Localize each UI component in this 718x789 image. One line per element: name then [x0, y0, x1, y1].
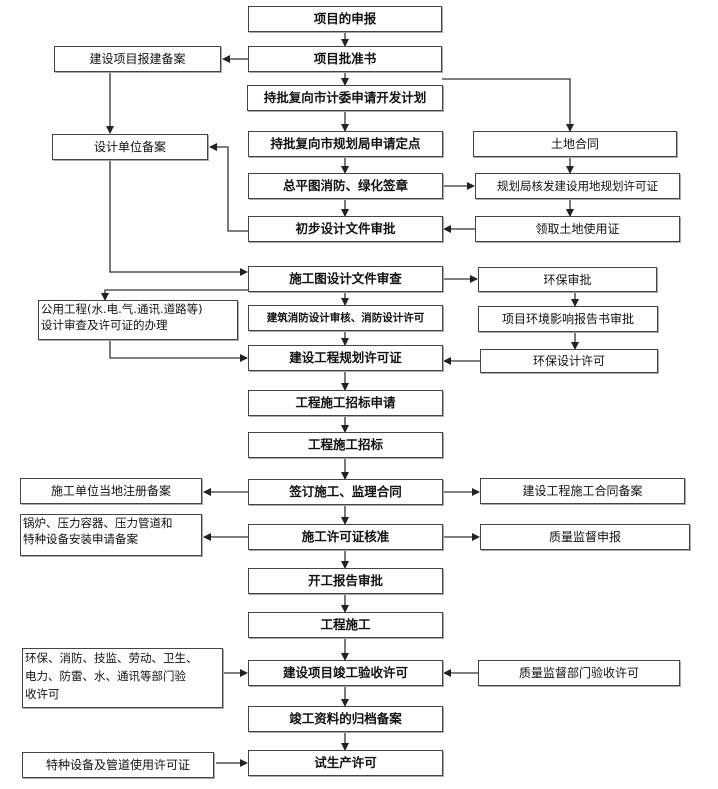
step-construction-drawing-review: 施工图设计文件审查 [248, 266, 443, 292]
box-label: 规划局核发建设用地规划许可证 [497, 179, 658, 193]
box-label: 施工单位当地注册备案 [50, 484, 171, 498]
step-tender-application: 工程施工招标申请 [248, 390, 443, 416]
box-label: 项目环境影响报告书审批 [501, 312, 634, 326]
step-label: 项目批准书 [313, 51, 377, 66]
step-label: 持批复向市计委申请开发计划 [263, 90, 427, 105]
box-quality-supervision: 质量监督申报 [480, 524, 690, 550]
box-contractor-registration: 施工单位当地注册备案 [20, 478, 202, 504]
step-completion-acceptance: 建设项目竣工验收许可 [248, 660, 443, 686]
box-label: 土地合同 [550, 137, 599, 151]
box-label: 领取土地使用证 [535, 222, 620, 236]
step-label: 施工许可证核准 [301, 529, 390, 544]
step-project-approval: 项目批准书 [248, 46, 442, 72]
box-land-planning-permit: 规划局核发建设用地规划许可证 [475, 173, 680, 199]
step-label: 建设工程规划许可证 [289, 350, 402, 365]
step-label: 开工报告审批 [307, 573, 383, 588]
step-site-designation: 持批复向市规划局申请定点 [248, 131, 443, 157]
step-general-plan-sign-off: 总平图消防、绿化签章 [248, 173, 443, 199]
step-planning-permit: 建设工程规划许可证 [248, 345, 443, 371]
step-label: 工程施工 [320, 617, 371, 632]
box-project-filing: 建设项目报建备案 [54, 46, 221, 72]
step-label: 工程施工招标 [307, 437, 383, 452]
box-env-design-permit: 环保设计许可 [480, 349, 658, 373]
box-label: 收许可 [25, 687, 60, 701]
box-label: 特种设备安装申请备案 [23, 532, 138, 546]
box-label: 公用工程(水.电.气.通讯.道路等) [41, 302, 203, 316]
box-special-equipment-permit: 特种设备及管道使用许可证 [22, 752, 214, 778]
step-preliminary-design-approval: 初步设计文件审批 [248, 216, 443, 242]
box-quality-acceptance: 质量监督部门验收许可 [478, 660, 680, 686]
step-tender: 工程施工招标 [248, 432, 443, 458]
box-label: 电力、防雷、水、通讯等部门验 [25, 669, 186, 683]
step-label: 试生产许可 [314, 755, 377, 770]
box-department-acceptance: 环保、消防、技监、劳动、卫生、 电力、防雷、水、通讯等部门验 收许可 [22, 648, 223, 708]
box-label: 质量监督部门验收许可 [518, 666, 639, 680]
box-label: 质量监督申报 [548, 530, 621, 544]
step-archive-filing: 竣工资料的归档备案 [248, 706, 443, 732]
step-trial-production-permit: 试生产许可 [248, 750, 443, 776]
arrow [109, 160, 248, 276]
right-branch-arrows [442, 78, 579, 677]
arrow [442, 78, 574, 132]
left-branch-arrows [101, 55, 248, 767]
step-label: 竣工资料的归档备案 [289, 711, 402, 726]
box-label: 设计审查及许可证的办理 [41, 318, 168, 332]
box-label: 锅炉、压力容器、压力管道和 [23, 516, 173, 530]
step-project-application: 项目的申报 [248, 6, 442, 32]
step-development-plan: 持批复向市计委申请开发计划 [247, 85, 443, 111]
box-label: 环保、消防、技监、劳动、卫生、 [25, 651, 198, 665]
box-env-approval: 环保审批 [478, 267, 657, 292]
step-sign-contracts: 签订施工、监理合同 [248, 479, 443, 505]
arrow [101, 289, 248, 301]
arrow [109, 340, 248, 362]
step-label: 建设项目竣工验收许可 [282, 665, 408, 680]
step-label: 项目的申报 [313, 11, 377, 26]
box-label: 环保设计许可 [532, 354, 605, 368]
step-label: 工程施工招标申请 [295, 395, 396, 410]
step-label: 签订施工、监理合同 [289, 484, 402, 499]
box-public-works: 公用工程(水.电.气.通讯.道路等) 设计审查及许可证的办理 [38, 300, 238, 340]
step-label: 持批复向市规划局申请定点 [270, 136, 421, 151]
step-label: 总平图消防、绿化签章 [282, 178, 408, 193]
step-construction-permit: 施工许可证核准 [248, 524, 443, 550]
box-label: 设计单位备案 [93, 140, 166, 154]
step-label: 初步设计文件审批 [295, 221, 396, 236]
box-boiler-filing: 锅炉、压力容器、压力管道和 特种设备安装申请备案 [20, 514, 202, 556]
step-fire-design-review: 建筑消防设计审核、消防设计许可 [248, 305, 443, 331]
box-land-use-cert: 领取土地使用证 [475, 216, 680, 242]
box-label: 特种设备及管道使用许可证 [45, 758, 190, 772]
box-land-contract: 土地合同 [473, 131, 677, 157]
box-label: 建设工程施工合同备案 [522, 484, 643, 498]
step-label: 建筑消防设计审核、消防设计许可 [266, 312, 425, 324]
arrow [209, 143, 248, 232]
box-env-impact-report: 项目环境影响报告书审批 [478, 306, 658, 332]
box-label: 建设项目报建备案 [89, 52, 186, 66]
step-construction: 工程施工 [248, 612, 443, 638]
box-label: 环保审批 [543, 272, 592, 287]
step-label: 施工图设计文件审查 [289, 271, 402, 286]
box-contract-filing: 建设工程施工合同备案 [480, 478, 685, 504]
step-commencement-report: 开工报告审批 [248, 568, 443, 594]
box-design-unit-filing: 设计单位备案 [52, 134, 208, 160]
